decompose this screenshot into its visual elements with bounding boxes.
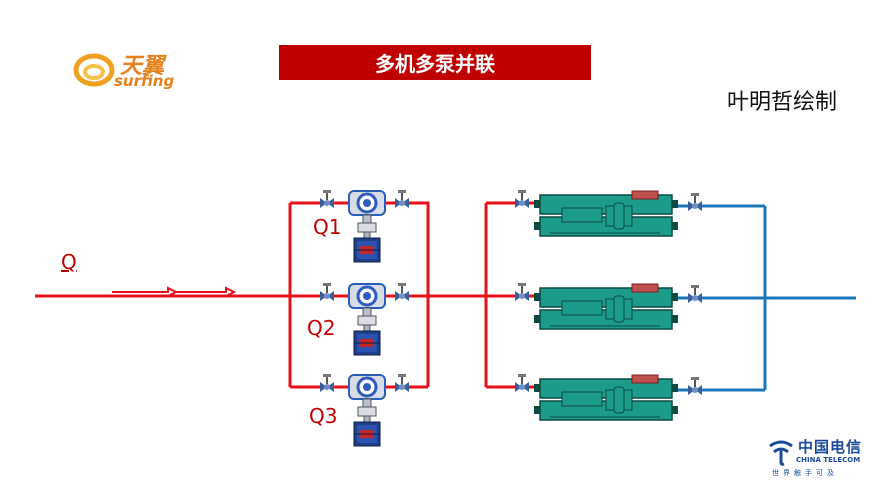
valve-icon <box>688 285 702 303</box>
page-title-text: 多机多泵并联 <box>375 52 495 76</box>
telecom-slogan: 世界触手可及 <box>772 469 838 477</box>
valve-icon <box>320 374 334 392</box>
valve-icon <box>688 377 702 395</box>
valve-icon <box>320 283 334 301</box>
valve-icon <box>515 190 529 208</box>
valve-icon <box>320 190 334 208</box>
pump-3 <box>347 373 387 448</box>
flow-arrow-2 <box>176 286 237 297</box>
flow-arrow-1 <box>112 286 179 297</box>
valve-icon <box>515 374 529 392</box>
valve-icon <box>515 283 529 301</box>
pump-2 <box>347 282 387 357</box>
surfing-logo: 天翼 surfing <box>70 46 180 96</box>
flow-label-q: Q <box>61 250 77 274</box>
flow-label-q1: Q1 <box>313 215 342 239</box>
author-credit: 叶明哲绘制 <box>727 90 838 115</box>
telecom-emblem-icon <box>769 440 793 466</box>
valve-icon <box>395 374 409 392</box>
logo-main-text: 天翼 <box>120 54 165 79</box>
valve-icon <box>395 283 409 301</box>
china-telecom-logo: 中国电信 CHINA TELECOM 世界触手可及 <box>766 436 866 482</box>
logo-sub-text: surfing <box>114 72 175 90</box>
pump-1 <box>347 189 387 264</box>
surfing-swirl-icon <box>73 53 115 87</box>
telecom-cn-name: 中国电信 <box>798 438 863 456</box>
telecom-en-name: CHINA TELECOM <box>796 456 861 464</box>
flow-label-q3: Q3 <box>309 404 338 428</box>
chiller-3 <box>533 374 679 421</box>
chiller-2 <box>533 283 679 330</box>
valve-icon <box>395 190 409 208</box>
valve-icon <box>688 193 702 211</box>
pump-branch-1 <box>290 201 430 387</box>
page-title: 多机多泵并联 <box>279 45 591 80</box>
chiller-1 <box>533 190 679 237</box>
flow-label-q2: Q2 <box>307 316 336 340</box>
